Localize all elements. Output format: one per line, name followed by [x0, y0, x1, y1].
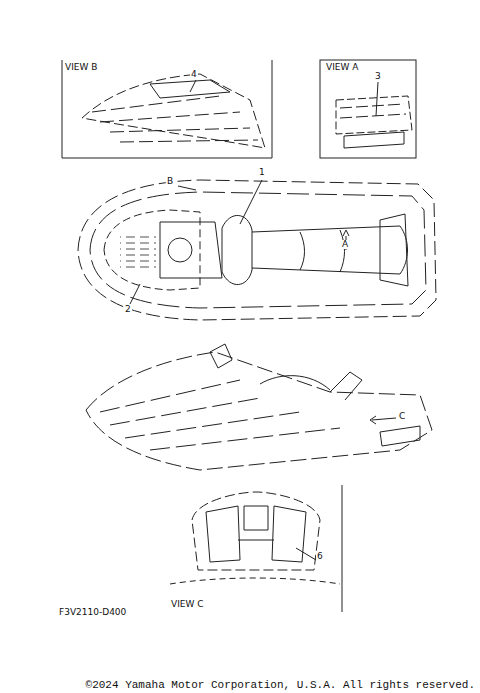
- view-title: VIEW A: [325, 63, 359, 72]
- view-title: VIEW C: [170, 600, 205, 609]
- view-frame: [62, 60, 272, 158]
- top-view-hull: [78, 180, 436, 320]
- view-c-stern: [170, 492, 340, 584]
- callout-number: 6: [316, 552, 324, 561]
- copyright-note: ©2024 Yamaha Motor Corporation, U.S.A. A…: [85, 680, 476, 691]
- view-b-bow: [82, 74, 265, 148]
- side-view-hull: [86, 344, 432, 470]
- view-divider: [342, 485, 343, 612]
- drawing-code: F3V2110-D400: [58, 608, 127, 617]
- callout-number: 4: [190, 70, 198, 79]
- callout-number: 1: [258, 168, 266, 177]
- view-arrow-label: A: [341, 240, 349, 249]
- view-arrow-label: B: [166, 177, 174, 186]
- callout-number: 3: [374, 72, 382, 81]
- callout-number: 2: [124, 305, 132, 314]
- view-arrow-label: C: [398, 412, 406, 421]
- view-a-stern: [336, 82, 412, 148]
- view-frame: [320, 60, 416, 158]
- view-title: VIEW B: [64, 63, 98, 72]
